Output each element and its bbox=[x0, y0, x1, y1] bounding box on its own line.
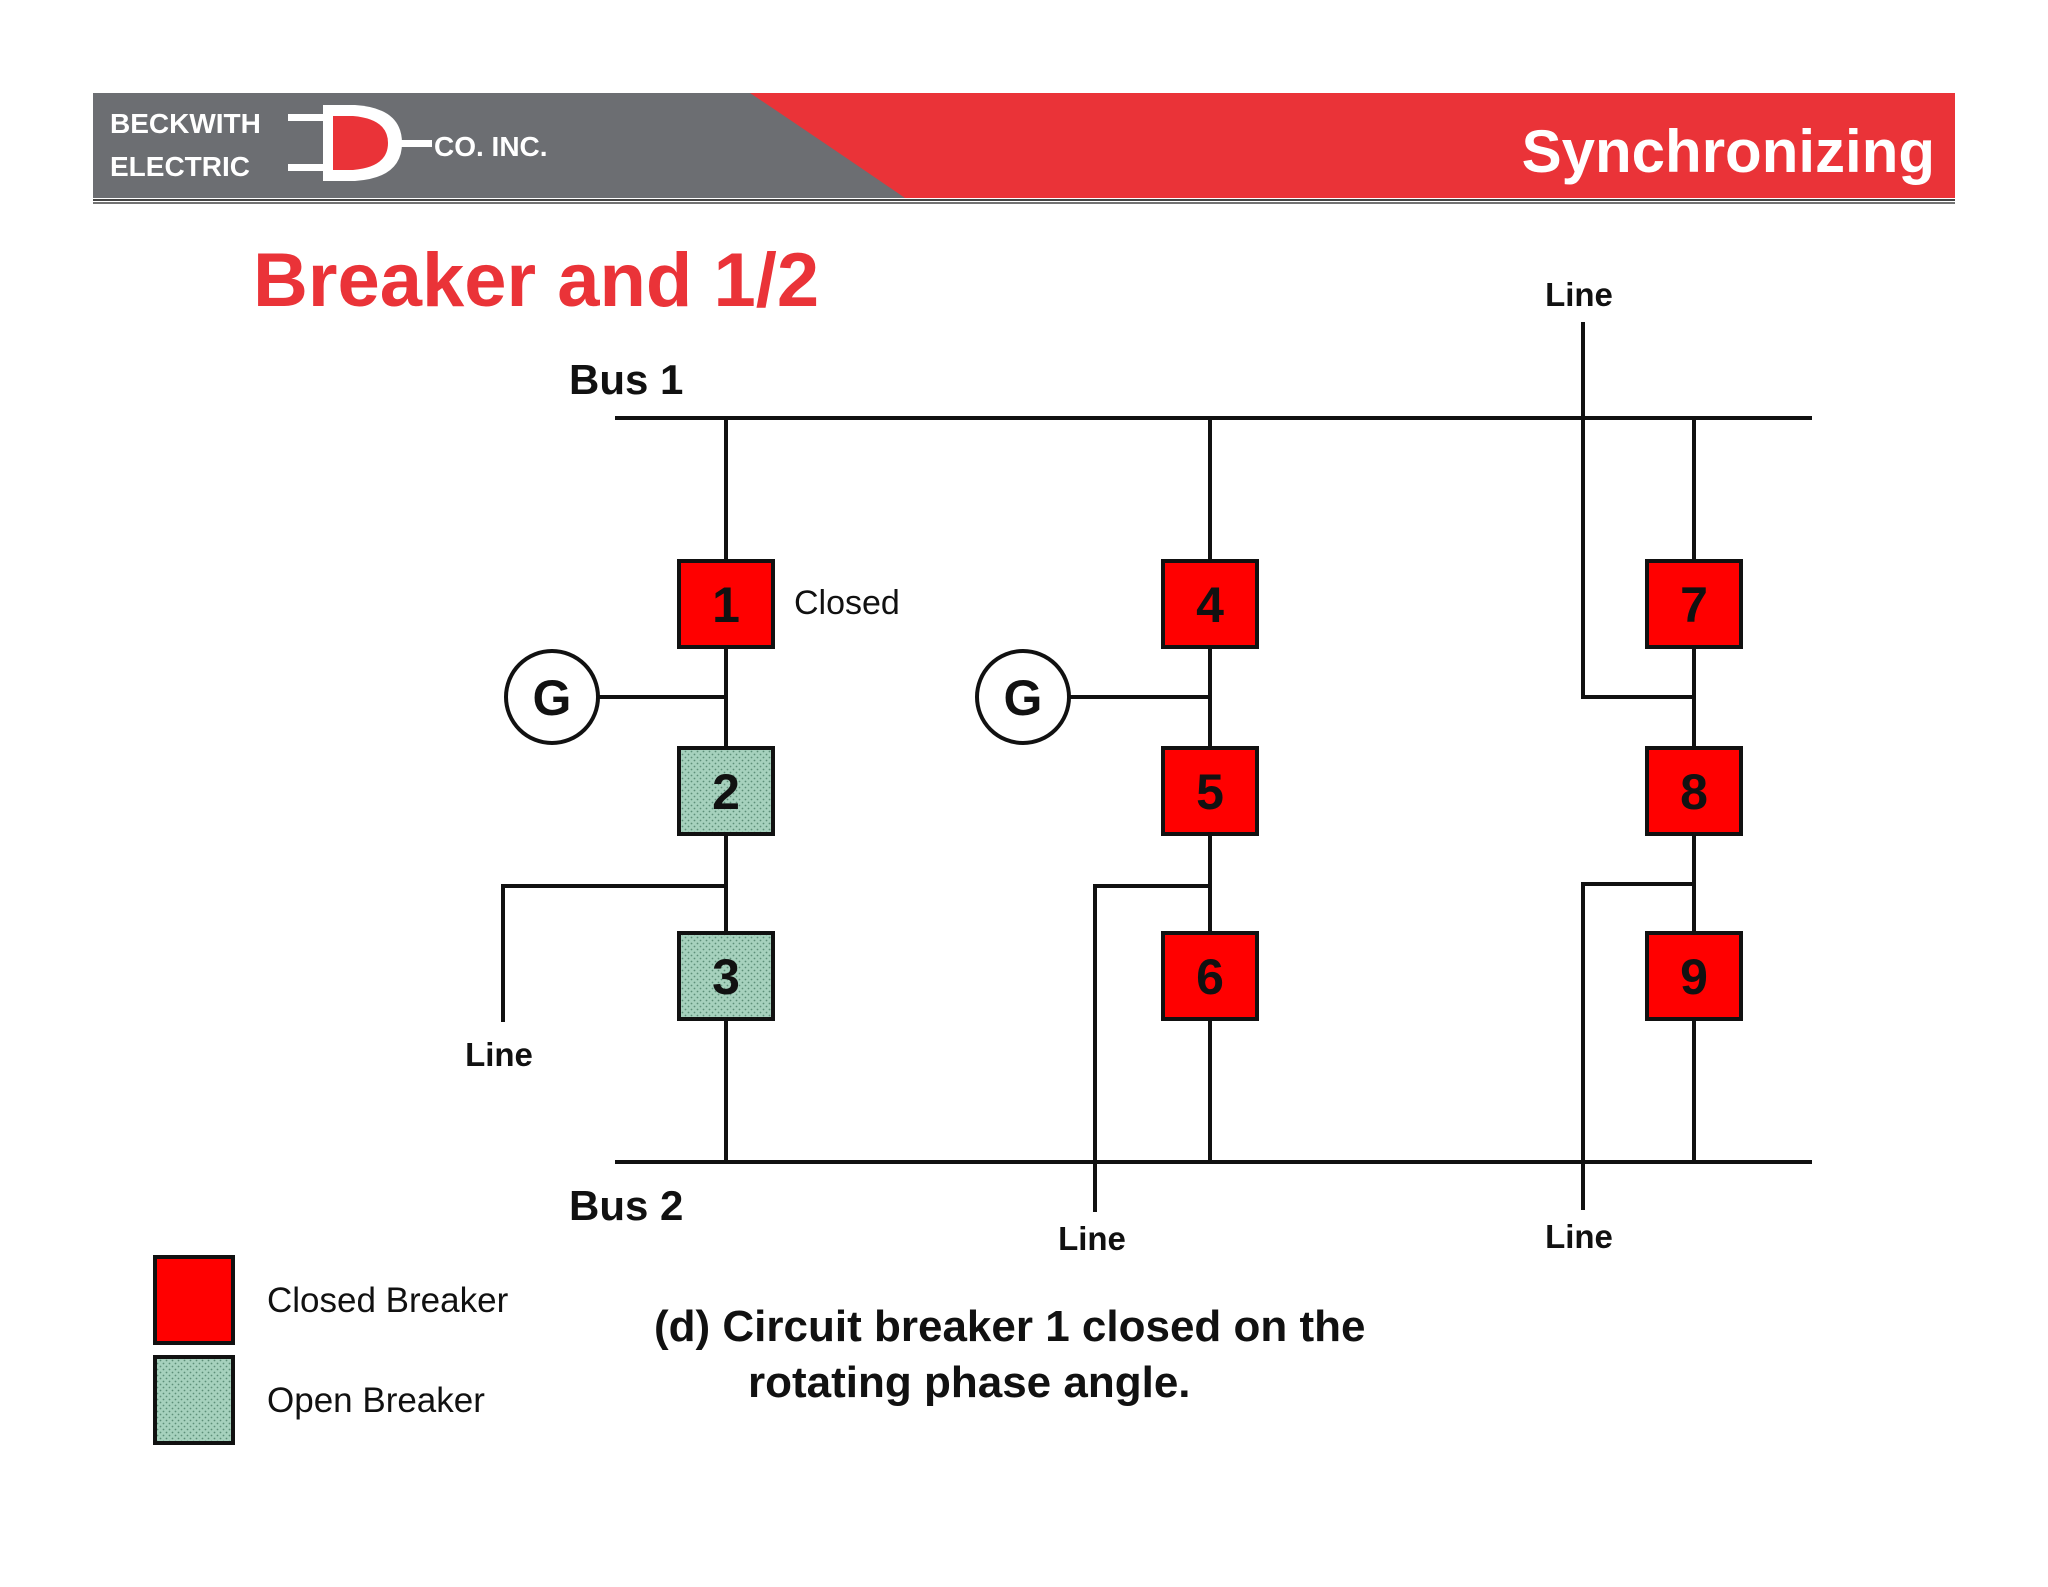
logo-text-electric: ELECTRIC bbox=[110, 151, 250, 182]
breaker-2-label: 2 bbox=[712, 764, 740, 820]
legend-open-label: Open Breaker bbox=[267, 1381, 485, 1420]
breaker-5-label: 5 bbox=[1196, 764, 1224, 820]
breaker-9-box bbox=[1645, 931, 1743, 1021]
legend-open-swatch bbox=[153, 1355, 235, 1445]
breaker-9-label: 9 bbox=[1680, 949, 1708, 1005]
breaker-8: 8 bbox=[1645, 746, 1743, 836]
breaker-3-box bbox=[677, 931, 775, 1021]
legend: Closed Breaker Open Breaker bbox=[153, 1255, 509, 1445]
line-label-bay-3-bottom: Line bbox=[1545, 1218, 1613, 1255]
bay-3-bottom-line-tap bbox=[1581, 882, 1694, 1210]
caption-line-1: (d) Circuit breaker 1 closed on the bbox=[654, 1302, 1366, 1351]
breaker-6-box bbox=[1161, 931, 1259, 1021]
company-logo: BECKWITH ELECTRIC CO. INC. bbox=[110, 105, 548, 182]
breaker-8-box bbox=[1645, 746, 1743, 836]
legend-closed-swatch bbox=[153, 1255, 235, 1345]
breaker-7-box bbox=[1645, 559, 1743, 649]
closed-annotation: Closed bbox=[794, 584, 900, 622]
logo-bar-top bbox=[288, 114, 323, 121]
breaker-7-label: 7 bbox=[1680, 577, 1708, 633]
breaker-5-box bbox=[1161, 746, 1259, 836]
bay-1-line-tap bbox=[501, 884, 726, 1022]
bay-3-top-line-tap bbox=[1581, 322, 1694, 699]
legend-closed-label: Closed Breaker bbox=[267, 1281, 509, 1320]
breaker-1: 1 bbox=[677, 559, 775, 649]
breaker-9: 9 bbox=[1645, 931, 1743, 1021]
logo-bar-right bbox=[400, 140, 432, 147]
generator-2-symbol bbox=[975, 649, 1071, 745]
logo-d-shape-inner bbox=[333, 116, 388, 170]
bay-2-line-tap bbox=[1093, 884, 1210, 1212]
breaker-1-label: 1 bbox=[712, 577, 740, 633]
breaker-4-box bbox=[1161, 559, 1259, 649]
breakers: 1 2 3 4 5 6 7 8 9 bbox=[677, 559, 1743, 1021]
header-bar: BECKWITH ELECTRIC CO. INC. Synchronizing bbox=[93, 93, 1955, 204]
caption-line-2: rotating phase angle. bbox=[748, 1358, 1191, 1407]
slide-title: Breaker and 1/2 bbox=[253, 238, 819, 323]
bus-2-label: Bus 2 bbox=[569, 1182, 683, 1229]
breaker-2: 2 bbox=[677, 746, 775, 836]
line-label-bay-3-top: Line bbox=[1545, 276, 1613, 313]
generator-1: G bbox=[504, 649, 600, 745]
breaker-4-label: 4 bbox=[1196, 577, 1224, 633]
breaker-5: 5 bbox=[1161, 746, 1259, 836]
logo-bar-bottom bbox=[288, 164, 323, 171]
breaker-6-label: 6 bbox=[1196, 949, 1224, 1005]
generator-2-label: G bbox=[1004, 670, 1043, 726]
generator-1-symbol bbox=[504, 649, 600, 745]
breaker-3-label: 3 bbox=[712, 949, 740, 1005]
logo-text-co-inc: CO. INC. bbox=[434, 131, 548, 162]
section-title: Synchronizing bbox=[1522, 118, 1935, 185]
line-label-bay-1: Line bbox=[465, 1036, 533, 1073]
generator-1-label: G bbox=[533, 670, 572, 726]
breaker-7: 7 bbox=[1645, 559, 1743, 649]
breaker-4: 4 bbox=[1161, 559, 1259, 649]
bus-1-label: Bus 1 bbox=[569, 356, 683, 403]
breaker-3: 3 bbox=[677, 931, 775, 1021]
breaker-2-box bbox=[677, 746, 775, 836]
breaker-8-label: 8 bbox=[1680, 764, 1708, 820]
line-label-bay-2: Line bbox=[1058, 1220, 1126, 1257]
logo-text-beckwith: BECKWITH bbox=[110, 108, 261, 139]
generator-2: G bbox=[975, 649, 1071, 745]
breaker-6: 6 bbox=[1161, 931, 1259, 1021]
breaker-1-box bbox=[677, 559, 775, 649]
